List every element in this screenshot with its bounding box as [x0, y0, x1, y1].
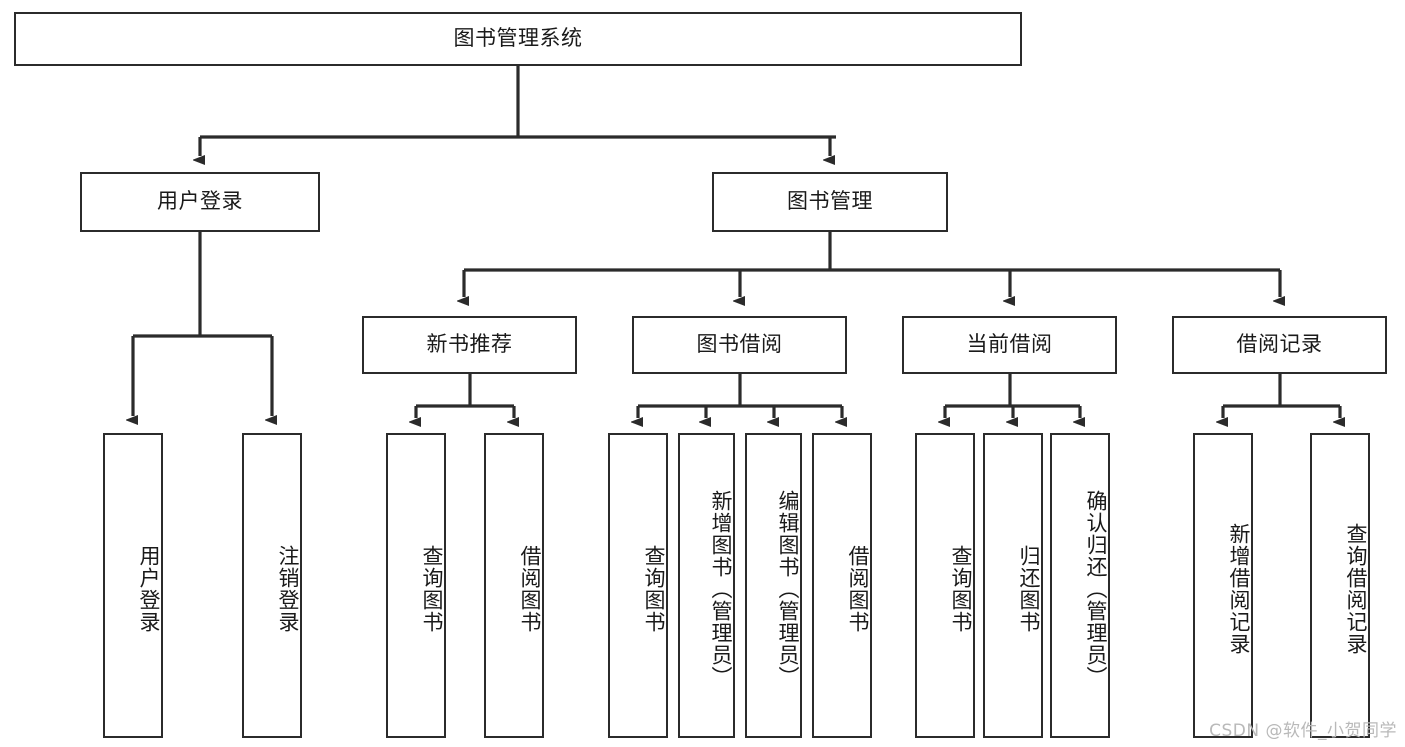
- node-current-borrow-label: 当前借阅: [966, 332, 1053, 357]
- node-current-borrow[interactable]: 当前借阅: [902, 316, 1117, 374]
- node-user-login-label: 用户登录: [157, 189, 243, 214]
- leaf-label: 查询图书: [642, 544, 666, 633]
- node-book-management[interactable]: 图书管理: [712, 172, 948, 232]
- leaf-label: 新增图书（管理员）: [709, 489, 733, 688]
- leaf-borrow-book[interactable]: 借阅图书: [812, 433, 872, 738]
- leaf-label: 新增借阅记录: [1227, 522, 1251, 655]
- node-new-book-recommend[interactable]: 新书推荐: [362, 316, 577, 374]
- leaf-label: 借阅图书: [846, 544, 870, 633]
- csdn-watermark: CSDN @软件_小贺同学: [1209, 721, 1397, 741]
- leaf-label: 用户登录: [137, 544, 161, 633]
- leaf-label: 查询图书: [949, 544, 973, 633]
- node-book-borrow-label: 图书借阅: [696, 332, 783, 357]
- leaf-label: 查询图书: [420, 544, 444, 633]
- node-root-label: 图书管理系统: [453, 26, 583, 51]
- node-borrow-record[interactable]: 借阅记录: [1172, 316, 1387, 374]
- leaf-query-borrow-record[interactable]: 查询借阅记录: [1310, 433, 1370, 738]
- leaf-label: 编辑图书（管理员）: [776, 489, 800, 688]
- leaf-add-book-admin[interactable]: 新增图书（管理员）: [678, 433, 735, 738]
- leaf-label: 借阅图书: [518, 544, 542, 633]
- leaf-label: 归还图书: [1017, 544, 1041, 633]
- node-book-management-label: 图书管理: [787, 189, 873, 214]
- leaf-label: 确认归还（管理员）: [1084, 489, 1108, 688]
- leaf-query-book-borrow[interactable]: 查询图书: [608, 433, 668, 738]
- leaf-return-book[interactable]: 归还图书: [983, 433, 1043, 738]
- node-new-book-recommend-label: 新书推荐: [426, 332, 513, 357]
- leaf-edit-book-admin[interactable]: 编辑图书（管理员）: [745, 433, 802, 738]
- node-user-login[interactable]: 用户登录: [80, 172, 320, 232]
- node-book-borrow[interactable]: 图书借阅: [632, 316, 847, 374]
- leaf-user-login[interactable]: 用户登录: [103, 433, 163, 738]
- leaf-label: 查询借阅记录: [1344, 522, 1368, 655]
- leaf-logout[interactable]: 注销登录: [242, 433, 302, 738]
- leaf-confirm-return-admin[interactable]: 确认归还（管理员）: [1050, 433, 1110, 738]
- leaf-label: 注销登录: [276, 544, 300, 633]
- leaf-borrow-book-recommend[interactable]: 借阅图书: [484, 433, 544, 738]
- node-root[interactable]: 图书管理系统: [14, 12, 1022, 66]
- node-borrow-record-label: 借阅记录: [1236, 332, 1323, 357]
- leaf-add-borrow-record[interactable]: 新增借阅记录: [1193, 433, 1253, 738]
- leaf-query-book-current[interactable]: 查询图书: [915, 433, 975, 738]
- leaf-query-book-recommend[interactable]: 查询图书: [386, 433, 446, 738]
